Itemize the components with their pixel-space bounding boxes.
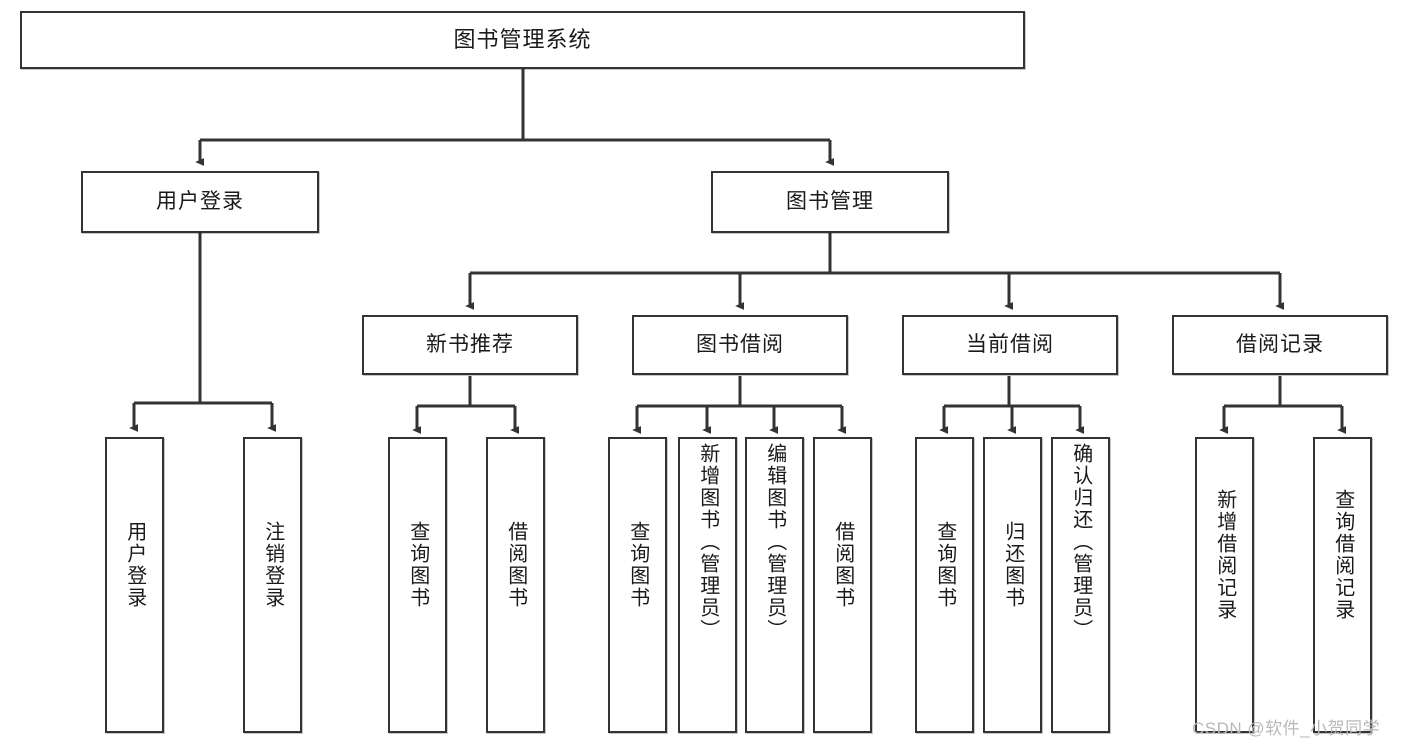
node-label: 用户登录	[156, 190, 244, 214]
leaf-add-book-admin[interactable]: 新增图书（管理员）	[678, 437, 737, 733]
node-label: 图书管理系统	[453, 26, 592, 52]
node-label: 借阅图书	[504, 521, 527, 609]
leaf-query-borrow-record[interactable]: 查询借阅记录	[1313, 437, 1372, 733]
node-borrow-record[interactable]: 借阅记录	[1172, 315, 1388, 375]
csdn-watermark: CSDN @软件_小贺同学	[1192, 719, 1381, 738]
leaf-edit-book-admin[interactable]: 编辑图书（管理员）	[745, 437, 804, 733]
node-label: 确认归还（管理员）	[1069, 443, 1092, 641]
node-label: 新书推荐	[426, 333, 514, 357]
node-label: 查询图书	[406, 521, 429, 609]
leaf-borrow-book[interactable]: 借阅图书	[813, 437, 872, 733]
node-label: 查询图书	[626, 521, 649, 609]
node-label: 借阅图书	[831, 521, 854, 609]
leaf-query-book-borrow[interactable]: 查询图书	[608, 437, 667, 733]
leaf-query-book-current[interactable]: 查询图书	[915, 437, 974, 733]
node-label: 查询图书	[933, 521, 956, 609]
node-label: 新增借阅记录	[1213, 489, 1236, 621]
node-label: 编辑图书（管理员）	[763, 443, 786, 641]
node-root-book-management-system[interactable]: 图书管理系统	[20, 11, 1025, 69]
leaf-add-borrow-record[interactable]: 新增借阅记录	[1195, 437, 1254, 733]
node-new-book-recommend[interactable]: 新书推荐	[362, 315, 578, 375]
leaf-return-book[interactable]: 归还图书	[983, 437, 1042, 733]
node-book-management[interactable]: 图书管理	[711, 171, 949, 233]
node-user-login[interactable]: 用户登录	[81, 171, 319, 233]
node-label: 图书管理	[786, 190, 874, 214]
leaf-user-login[interactable]: 用户登录	[105, 437, 164, 733]
leaf-logout-login[interactable]: 注销登录	[243, 437, 302, 733]
node-label: 借阅记录	[1236, 333, 1324, 357]
node-label: 归还图书	[1001, 521, 1024, 609]
node-book-borrow[interactable]: 图书借阅	[632, 315, 848, 375]
node-label: 用户登录	[123, 521, 146, 609]
node-label: 注销登录	[261, 521, 284, 609]
leaf-confirm-return-admin[interactable]: 确认归还（管理员）	[1051, 437, 1110, 733]
node-label: 查询借阅记录	[1331, 489, 1354, 621]
node-label: 新增图书（管理员）	[696, 443, 719, 641]
node-label: 当前借阅	[966, 333, 1054, 357]
leaf-query-book-recommend[interactable]: 查询图书	[388, 437, 447, 733]
leaf-borrow-book-recommend[interactable]: 借阅图书	[486, 437, 545, 733]
node-label: 图书借阅	[696, 333, 784, 357]
node-current-borrow[interactable]: 当前借阅	[902, 315, 1118, 375]
